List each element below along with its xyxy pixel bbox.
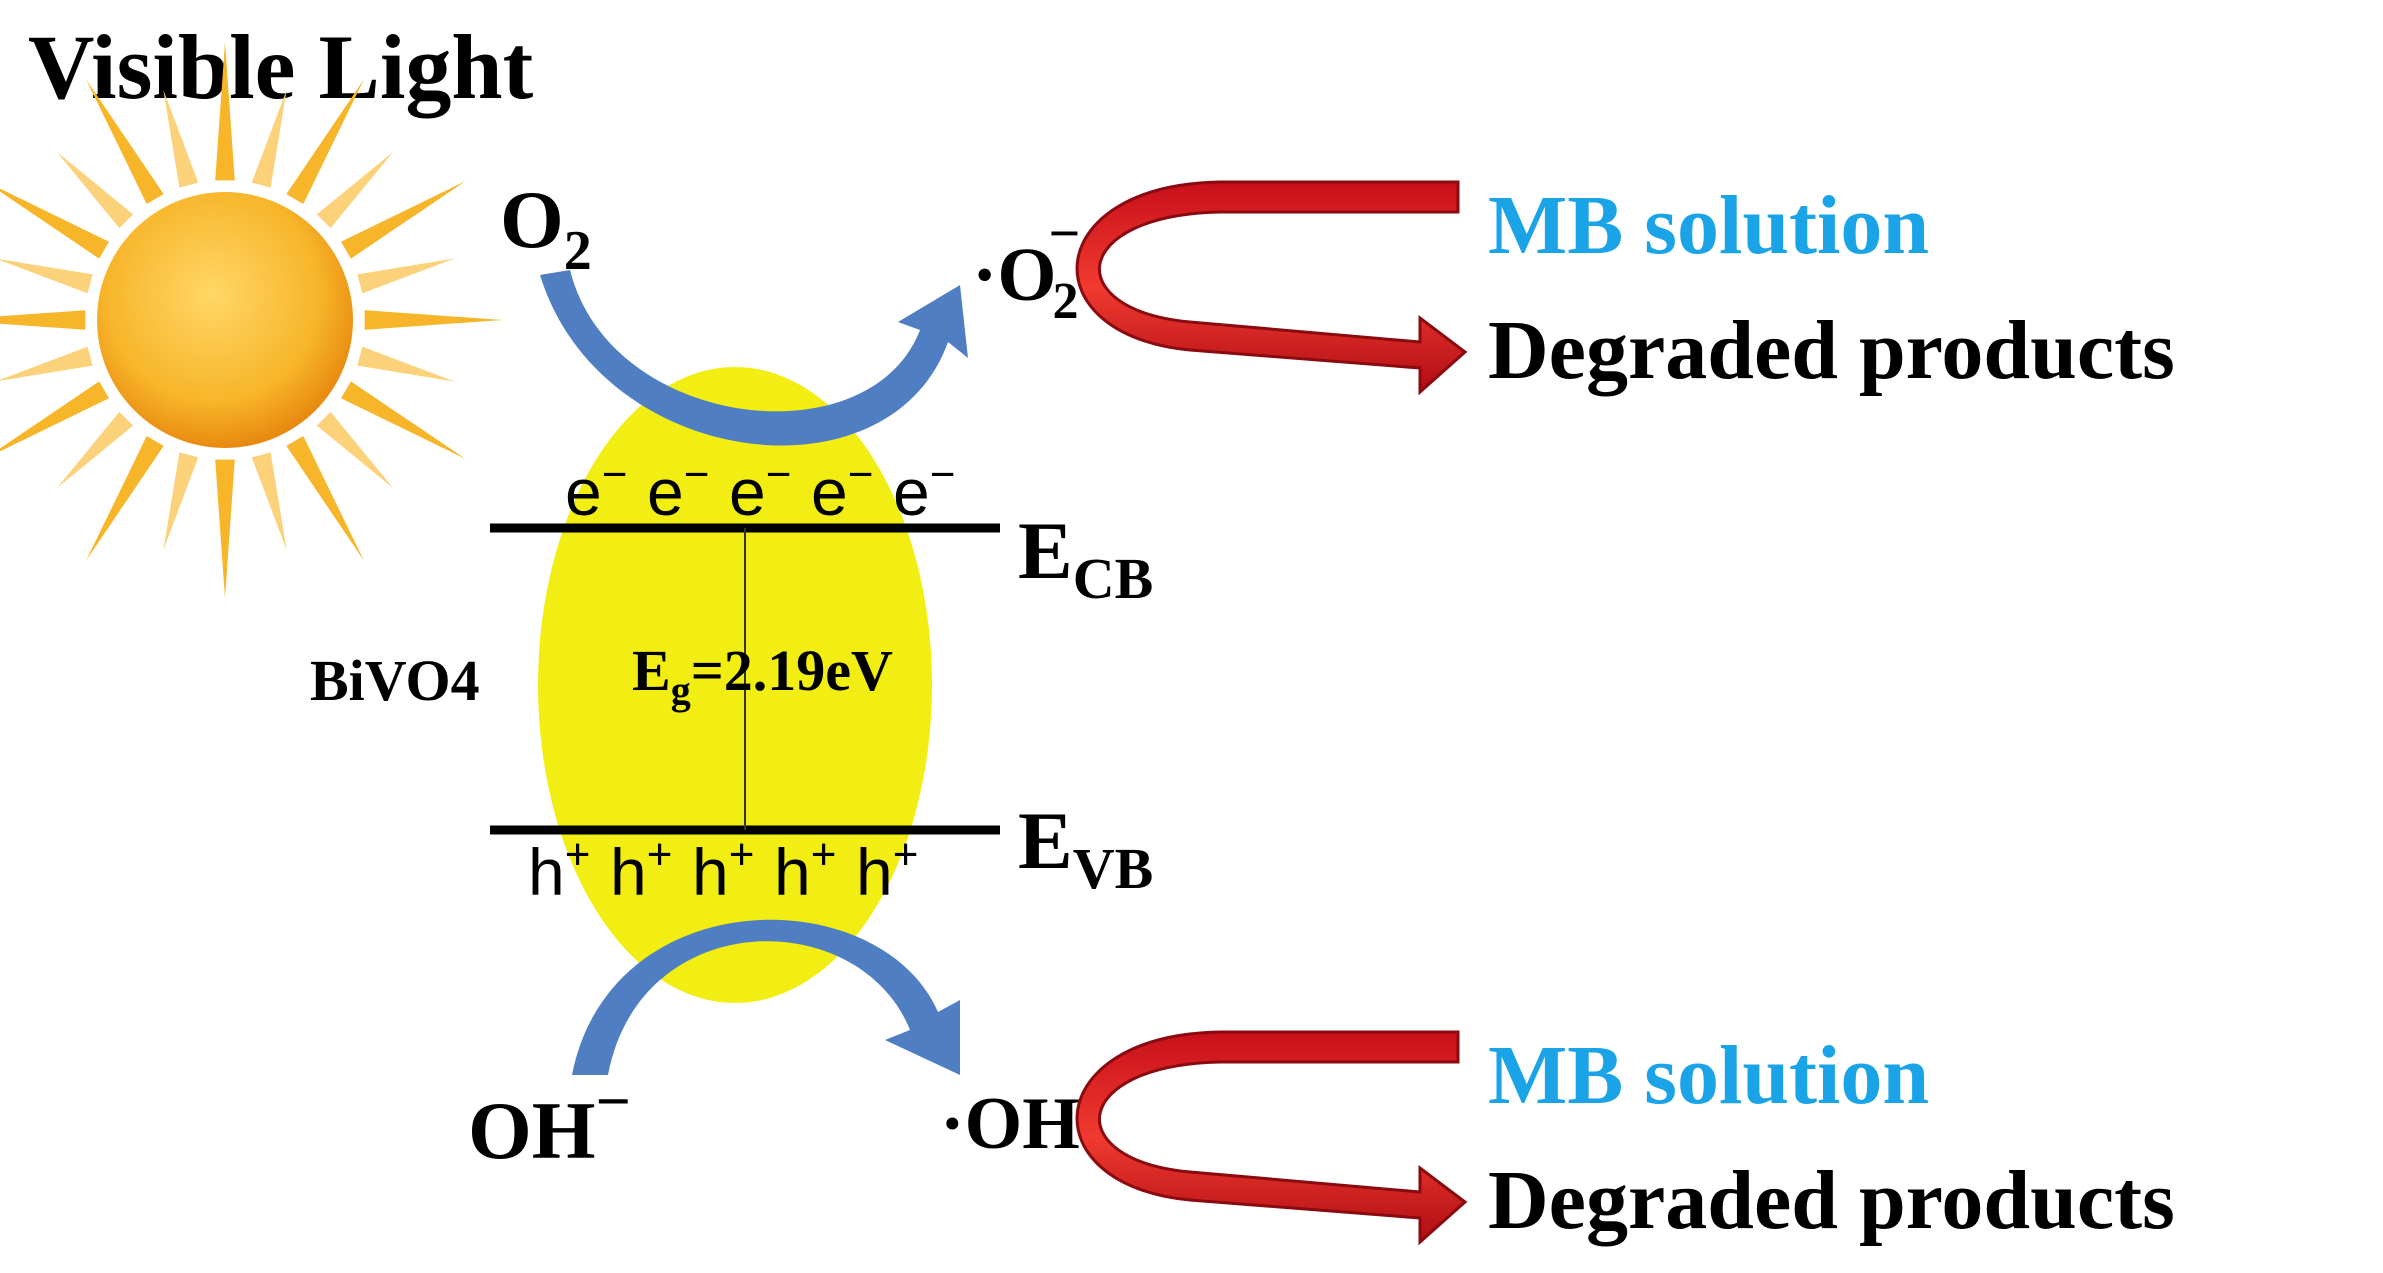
- electron: e−: [811, 450, 873, 529]
- ecb-label: ECB: [1018, 505, 1153, 611]
- hole: h+: [610, 830, 672, 909]
- electron: e−: [893, 450, 955, 529]
- hydroxide-reactant: OH−: [468, 1068, 631, 1176]
- oxygen-reactant: O2: [500, 174, 592, 282]
- sun-ray: [163, 452, 199, 550]
- bottom-degraded-products-label: Degraded products: [1488, 1154, 2175, 1247]
- sun-ray: [316, 411, 394, 489]
- sun-ray: [251, 452, 287, 550]
- sun-ray: [56, 411, 134, 489]
- sun-ray: [215, 459, 235, 598]
- sun-ray: [0, 310, 86, 330]
- electron: e−: [565, 450, 627, 529]
- hydroxyl-radical-product: ·OH: [940, 1083, 1080, 1165]
- sun-ray: [364, 310, 503, 330]
- sun-ray: [0, 381, 109, 452]
- top-mb-solution-label: MB solution: [1488, 179, 1929, 272]
- sun-ray: [316, 151, 394, 229]
- sun-disc: [97, 192, 353, 448]
- sun-ray: [86, 79, 164, 204]
- sun-ray: [357, 258, 455, 294]
- hole: h+: [774, 830, 836, 909]
- electron: e−: [729, 450, 791, 529]
- superoxide-product: ·O2−: [972, 203, 1080, 330]
- evb-subscript: VB: [1073, 836, 1154, 901]
- sun-ray: [86, 436, 164, 561]
- sun-ray: [0, 188, 109, 259]
- ecb-subscript: CB: [1073, 546, 1154, 611]
- sun-ray: [163, 90, 199, 188]
- oxygen-reduction-arrow: [540, 270, 968, 446]
- sun-ray: [341, 381, 466, 459]
- sun-ray: [0, 346, 93, 381]
- sun-ray: [357, 346, 455, 382]
- sun-icon: [0, 42, 503, 598]
- material-label: BiVO4: [310, 648, 480, 713]
- sun-ray: [286, 436, 364, 561]
- hole: h+: [856, 830, 918, 909]
- electron: e−: [647, 450, 709, 529]
- diagram-title: Visible Light: [28, 16, 534, 118]
- hole: h+: [692, 830, 754, 909]
- evb-label: EVB: [1018, 795, 1153, 901]
- electron-row: e− e− e− e− e−: [565, 450, 955, 529]
- sun-ray: [0, 259, 93, 294]
- bottom-mb-solution-label: MB solution: [1488, 1029, 1929, 1122]
- sun-ray: [286, 79, 364, 204]
- sun-ray: [56, 151, 134, 229]
- top-degraded-products-label: Degraded products: [1488, 304, 2175, 397]
- bottom-degradation-cycle-arrow: [1075, 1030, 1468, 1246]
- hole-row: h+ h+ h+ h+ h+: [528, 830, 918, 909]
- top-degradation-cycle-arrow: [1075, 180, 1468, 396]
- hydroxyl-oxidation-arrow: [572, 919, 960, 1075]
- sun-ray: [341, 181, 466, 259]
- band-gap-label: Eg=2.19eV: [632, 638, 893, 713]
- hole: h+: [528, 830, 590, 909]
- sun-ray: [215, 42, 235, 181]
- sun-ray: [251, 90, 287, 188]
